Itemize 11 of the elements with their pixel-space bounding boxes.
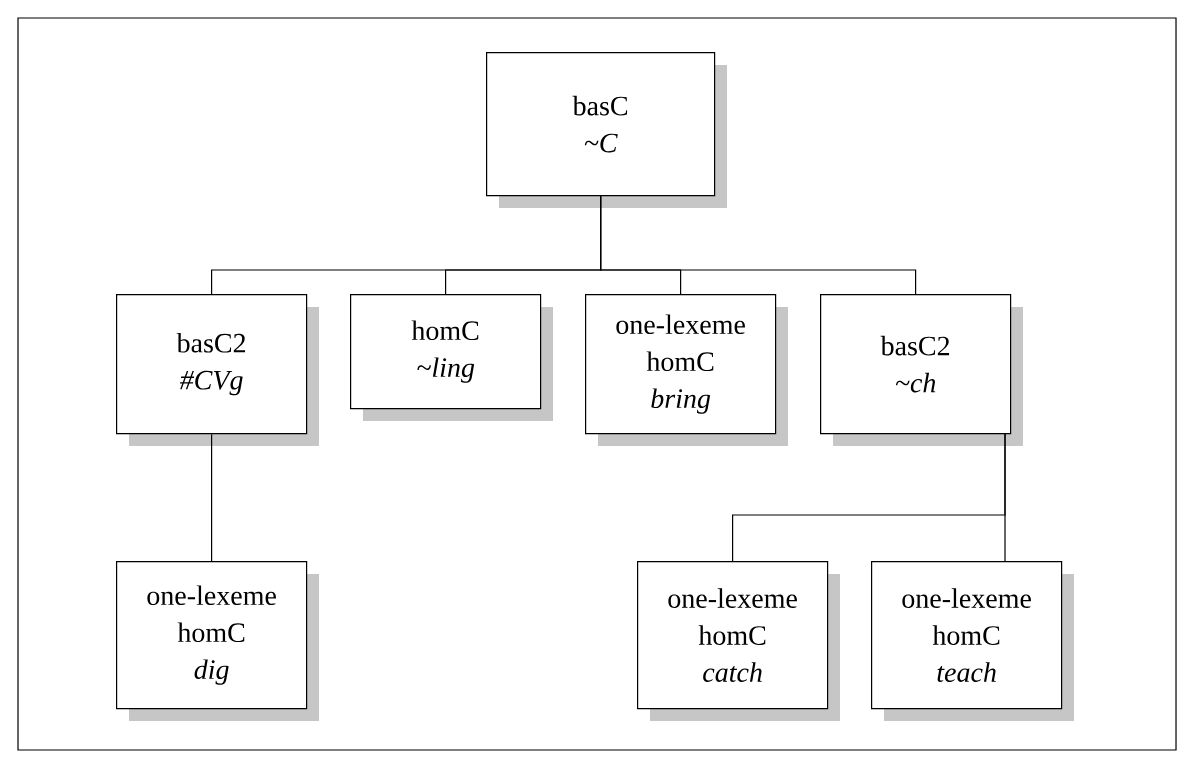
box: basC2 #CVg [116, 294, 319, 446]
box: basC2 ~ch [820, 294, 1023, 446]
box: one-lexeme homC teach [871, 561, 1074, 721]
box: basC ~C [486, 52, 727, 208]
connector [211, 433, 213, 562]
box: homC ~ling [350, 294, 553, 421]
connector [1004, 432, 1006, 562]
box: one-lexeme homC catch [637, 561, 840, 721]
box: one-lexeme homC bring [585, 294, 788, 446]
connector [599, 195, 917, 295]
box: one-lexeme homC dig [116, 561, 319, 721]
